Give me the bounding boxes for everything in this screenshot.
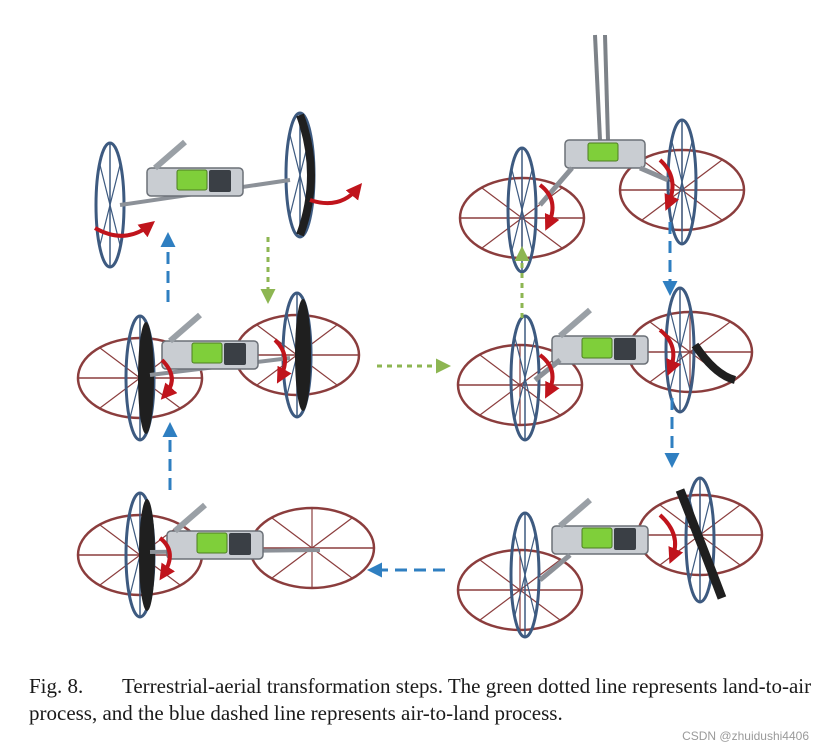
- drone-bottom-right: [456, 476, 764, 639]
- caption-text: Terrestrial-aerial transformation steps.…: [29, 674, 812, 725]
- transformation-figure: [76, 34, 764, 639]
- drone-bottom-left: [76, 491, 376, 619]
- air-to-land-arrows: [160, 222, 680, 578]
- watermark: CSDN @zhuidushi4406: [682, 729, 809, 743]
- drone-middle-left: [76, 291, 361, 442]
- figure-caption: Fig. 8.Terrestrial-aerial transformation…: [29, 673, 814, 727]
- land-to-air-arrows: [260, 237, 530, 374]
- figure-label: Fig. 8.: [29, 674, 84, 698]
- drone-middle-right: [456, 286, 754, 442]
- drone-top-right: [458, 34, 746, 274]
- drone-top-left: [94, 111, 363, 269]
